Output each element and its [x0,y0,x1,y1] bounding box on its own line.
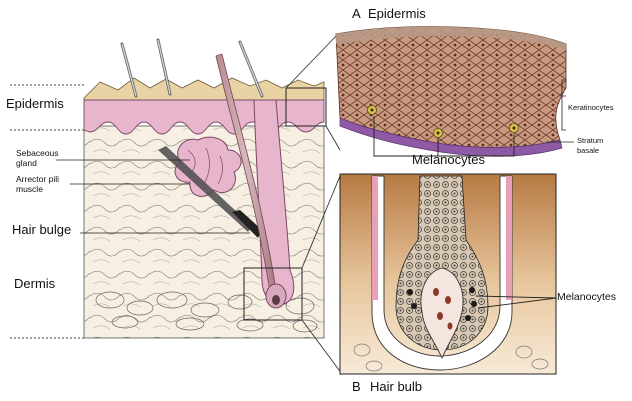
label-epidermis: Epidermis [6,96,64,111]
label-sebaceous-2: gland [16,158,37,168]
label-keratinocytes: Keratinocytes [568,103,613,112]
label-arrector-1: Arrector pili [16,174,59,184]
skin-cross-section [10,40,326,338]
panel-b-title: Hair bulb [370,379,422,394]
stratum-corneum [84,78,324,100]
panel-a-title: Epidermis [368,6,426,21]
label-melanocytes-b: Melanocytes [557,291,616,303]
sheath-pink-right [506,176,512,300]
label-hair-bulge: Hair bulge [12,222,71,237]
label-stratum-2: basale [577,146,599,155]
panel-b-letter: B [352,379,361,394]
label-melanocytes-a: Melanocytes [412,152,485,167]
label-sebaceous-1: Sebaceous [16,148,59,158]
panel-a-letter: A [352,6,361,21]
label-dermis: Dermis [14,276,55,291]
label-stratum-1: Stratum [577,136,603,145]
panel-a-epidermis [336,27,574,157]
label-arrector-2: muscle [16,184,43,194]
panel-b-hair-bulb [340,174,556,374]
sheath-pink-left [372,176,378,300]
